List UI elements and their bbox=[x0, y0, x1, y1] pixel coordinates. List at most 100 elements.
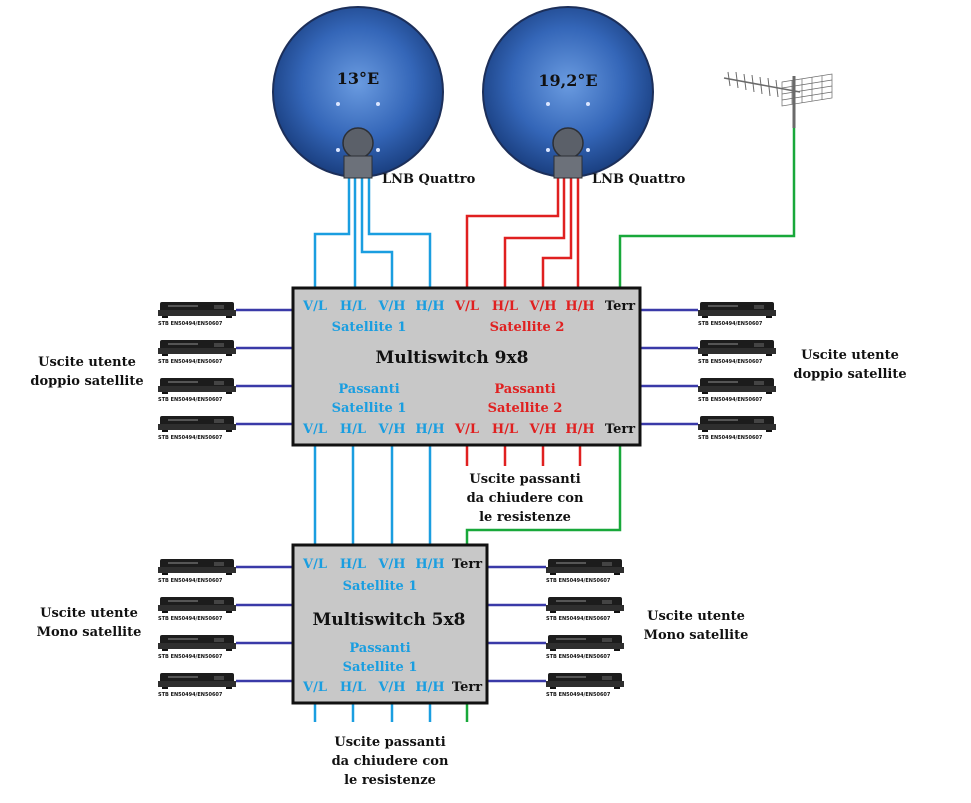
receiver-label: STB EN50494/EN50607 bbox=[158, 578, 223, 584]
switch-9x8-bottom-port-5: H/L bbox=[492, 422, 518, 437]
switch-5x8-sat1-label: Satellite 1 bbox=[343, 579, 418, 594]
receiver-label: STB EN50494/EN50607 bbox=[546, 654, 611, 660]
passthrough-mid-line3: le resistenze bbox=[479, 510, 571, 525]
sat1-cables bbox=[313, 178, 432, 722]
switch-9x8-bottom-port-0: V/L bbox=[302, 422, 327, 437]
switch-5x8-top-port-3: H/H bbox=[415, 557, 444, 572]
receiver-label: STB EN50494/EN50607 bbox=[698, 321, 763, 327]
switch-9x8-bottom-port-8: Terr bbox=[605, 422, 635, 437]
multiswitch-5x8: V/L H/L V/H H/H Terr V/L H/L V/H H/H Terr Satell… bbox=[291, 543, 489, 705]
switch-9x8-passanti2-line2: Satellite 2 bbox=[488, 401, 563, 416]
receiver-label: STB EN50494/EN50607 bbox=[546, 692, 611, 698]
set-top-box-icon: STB EN50494/EN50607 bbox=[698, 378, 776, 403]
set-top-box-icon: STB EN50494/EN50607 bbox=[158, 340, 236, 365]
switch-9x8-bottom-port-2: V/H bbox=[377, 422, 405, 437]
switch-5x8-top-port-4: Terr bbox=[452, 557, 482, 572]
receiver-label: STB EN50494/EN50607 bbox=[158, 654, 223, 660]
mono-left-line2: Mono satellite bbox=[37, 625, 142, 640]
switch-9x8-top-port-2: V/H bbox=[377, 299, 405, 314]
set-top-box-icon: STB EN50494/EN50607 bbox=[698, 302, 776, 327]
switch-9x8-top-port-4: V/L bbox=[454, 299, 479, 314]
switch-9x8-bottom-port-1: H/L bbox=[340, 422, 366, 437]
dish-19e-label: 19,2°E bbox=[538, 71, 597, 90]
switch-5x8-passanti-line1: Passanti bbox=[349, 641, 410, 656]
set-top-box-icon: STB EN50494/EN50607 bbox=[158, 559, 236, 584]
terr-cables bbox=[465, 128, 796, 722]
receiver-label: STB EN50494/EN50607 bbox=[158, 321, 223, 327]
passthrough-bottom-line3: le resistenze bbox=[344, 773, 436, 788]
set-top-box-icon: STB EN50494/EN50607 bbox=[158, 597, 236, 622]
switch-9x8-top-port-8: Terr bbox=[605, 299, 635, 314]
switch-9x8-bottom-port-4: V/L bbox=[454, 422, 479, 437]
switch-9x8-title: Multiswitch 9x8 bbox=[376, 348, 529, 368]
switch-9x8-passanti1-line1: Passanti bbox=[338, 382, 399, 397]
switch-9x8-passanti2-line1: Passanti bbox=[494, 382, 555, 397]
mono-right-line1: Uscite utente bbox=[647, 609, 745, 624]
user-lines bbox=[236, 308, 698, 683]
receiver-label: STB EN50494/EN50607 bbox=[158, 616, 223, 622]
switch-9x8-sat2-label: Satellite 2 bbox=[490, 320, 565, 335]
set-top-box-icon: STB EN50494/EN50607 bbox=[698, 416, 776, 441]
set-top-box-icon: STB EN50494/EN50607 bbox=[546, 559, 624, 584]
switch-9x8-bottom-port-3: H/H bbox=[415, 422, 444, 437]
switch-9x8-top-port-0: V/L bbox=[302, 299, 327, 314]
receiver-label: STB EN50494/EN50607 bbox=[158, 692, 223, 698]
dish-13e-label: 13°E bbox=[337, 69, 379, 88]
set-top-box-icon: STB EN50494/EN50607 bbox=[698, 340, 776, 365]
lnb-2-label: LNB Quattro bbox=[592, 172, 686, 187]
switch-5x8-bottom-port-1: H/L bbox=[340, 680, 366, 695]
receiver-label: STB EN50494/EN50607 bbox=[698, 435, 763, 441]
switch-5x8-bottom-port-0: V/L bbox=[302, 680, 327, 695]
switch-5x8-bottom-port-4: Terr bbox=[452, 680, 482, 695]
mono-left-line1: Uscite utente bbox=[40, 606, 138, 621]
set-top-box-icon: STB EN50494/EN50607 bbox=[158, 302, 236, 327]
switch-9x8-sat1-label: Satellite 1 bbox=[332, 320, 407, 335]
set-top-box-icon: STB EN50494/EN50607 bbox=[158, 378, 236, 403]
multiswitch-9x8: V/L H/L V/H H/H V/L H/L V/H H/H Terr V/L H/L V/H H/… bbox=[291, 286, 642, 447]
passthrough-mid-line2: da chiudere con bbox=[467, 491, 584, 506]
switch-9x8-passanti1-line2: Satellite 1 bbox=[332, 401, 407, 416]
set-top-box-icon: STB EN50494/EN50607 bbox=[158, 416, 236, 441]
switch-9x8-top-port-3: H/H bbox=[415, 299, 444, 314]
dual-right-line2: doppio satellite bbox=[793, 367, 906, 382]
dual-left-line1: Uscite utente bbox=[38, 355, 136, 370]
switch-9x8-top-port-7: H/H bbox=[565, 299, 594, 314]
receiver-label: STB EN50494/EN50607 bbox=[158, 435, 223, 441]
switch-9x8-bottom-port-6: V/H bbox=[528, 422, 556, 437]
switch-9x8-top-port-6: V/H bbox=[528, 299, 556, 314]
dish-13e: 13°E LNB Quattro bbox=[272, 6, 476, 187]
switch-9x8-top-port-1: H/L bbox=[340, 299, 366, 314]
set-top-box-icon: STB EN50494/EN50607 bbox=[546, 597, 624, 622]
set-top-box-icon: STB EN50494/EN50607 bbox=[546, 673, 624, 698]
switch-5x8-bottom-port-3: H/H bbox=[415, 680, 444, 695]
set-top-box-icon: STB EN50494/EN50607 bbox=[546, 635, 624, 660]
lnb-1-label: LNB Quattro bbox=[382, 172, 476, 187]
receiver-label: STB EN50494/EN50607 bbox=[546, 578, 611, 584]
switch-5x8-top-port-1: H/L bbox=[340, 557, 366, 572]
switch-5x8-bottom-port-2: V/H bbox=[377, 680, 405, 695]
sat2-cables bbox=[465, 178, 582, 466]
set-top-box-icon: STB EN50494/EN50607 bbox=[158, 635, 236, 660]
dish-19e: 19,2°E LNB Quattro bbox=[482, 6, 686, 187]
passthrough-bottom-line1: Uscite passanti bbox=[334, 735, 445, 750]
switch-5x8-passanti-line2: Satellite 1 bbox=[343, 660, 418, 675]
receiver-label: STB EN50494/EN50607 bbox=[698, 397, 763, 403]
terrestrial-antenna-icon bbox=[723, 71, 833, 128]
switch-5x8-top-port-0: V/L bbox=[302, 557, 327, 572]
passthrough-bottom-line2: da chiudere con bbox=[332, 754, 449, 769]
passthrough-mid-line1: Uscite passanti bbox=[469, 472, 580, 487]
set-top-box-icon: STB EN50494/EN50607 bbox=[158, 673, 236, 698]
switch-9x8-bottom-port-7: H/H bbox=[565, 422, 594, 437]
switch-5x8-title: Multiswitch 5x8 bbox=[313, 610, 466, 630]
switch-9x8-top-port-5: H/L bbox=[492, 299, 518, 314]
receiver-label: STB EN50494/EN50607 bbox=[158, 359, 223, 365]
dual-left-line2: doppio satellite bbox=[30, 374, 143, 389]
receiver-label: STB EN50494/EN50607 bbox=[546, 616, 611, 622]
receiver-label: STB EN50494/EN50607 bbox=[698, 359, 763, 365]
switch-5x8-top-port-2: V/H bbox=[377, 557, 405, 572]
dual-right-line1: Uscite utente bbox=[801, 348, 899, 363]
receiver-label: STB EN50494/EN50607 bbox=[158, 397, 223, 403]
mono-right-line2: Mono satellite bbox=[644, 628, 749, 643]
